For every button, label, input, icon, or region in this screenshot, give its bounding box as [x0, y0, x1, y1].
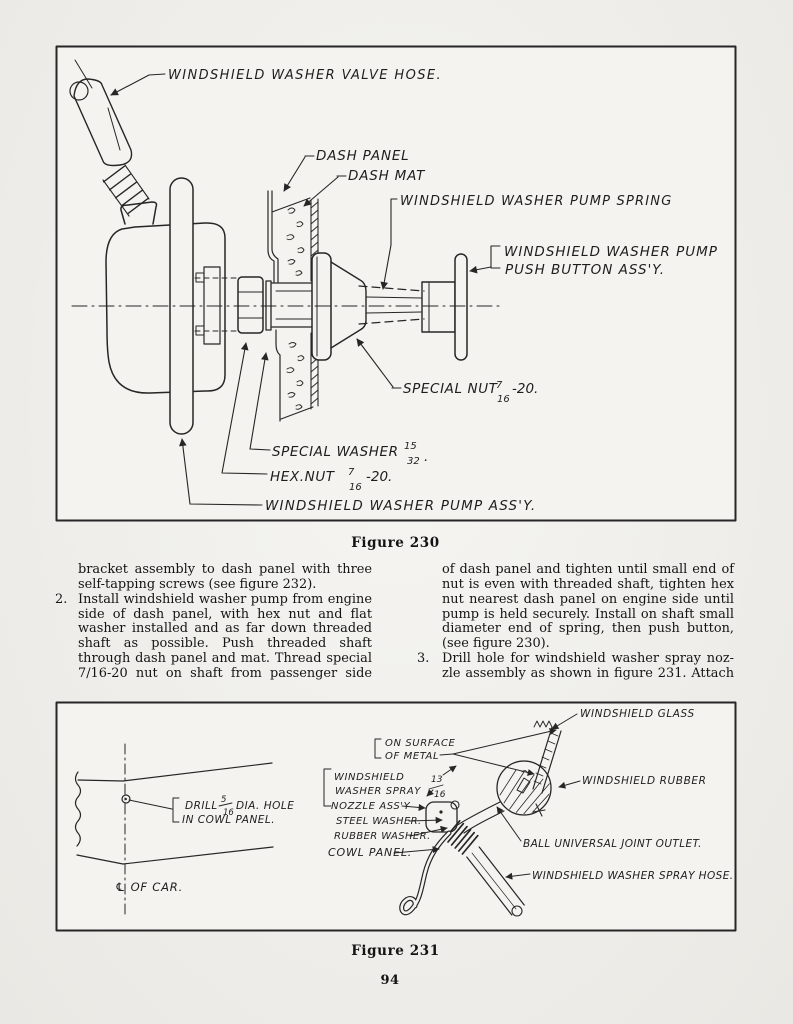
- instructions-right-column: of dash panel and tighten until small en…: [417, 562, 734, 682]
- label-windshield-rubber: WINDSHIELD RUBBER: [582, 775, 707, 787]
- body-line: side of dash panel, with hex nut and fla…: [78, 606, 372, 622]
- body-line: self-tapping screws (see figure 232).: [78, 576, 317, 592]
- svg-text:-20.: -20.: [366, 469, 392, 485]
- label-ball-joint: BALL UNIVERSAL JOINT OUTLET.: [523, 838, 702, 850]
- svg-text:16: 16: [223, 808, 234, 818]
- label-hex-nut: HEX.NUT 7 16 -20.: [270, 467, 392, 493]
- body-line: through dash panel and mat. Thread speci…: [78, 651, 372, 667]
- svg-text:.: .: [424, 449, 428, 465]
- label-push-button-line1: WINDSHIELD WASHER PUMP: [504, 244, 718, 260]
- body-line: bracket assembly to dash panel with thre…: [78, 562, 372, 577]
- figure-231-frame: [55, 701, 737, 932]
- label-on-surface-line1: ON SURFACE: [385, 738, 456, 749]
- page-number: 94: [380, 973, 400, 988]
- label-steel-washer: STEEL WASHER.: [336, 816, 422, 827]
- windshield-rubber-grommet: [496, 760, 552, 817]
- svg-text:16: 16: [349, 482, 362, 493]
- threaded-shaft: [271, 282, 314, 328]
- label-nozzle-line2: WASHER SPRAY: [335, 786, 421, 797]
- label-centerline-of-car: ℄ OF CAR.: [115, 880, 183, 894]
- body-line: 7/16-20 nut on shaft from passenger side: [78, 665, 372, 681]
- label-cowl-panel: COWL PANEL.: [328, 846, 412, 859]
- cowl-panel-sketch: [74, 743, 274, 919]
- ball-universal-joint: [450, 800, 460, 810]
- svg-text:32: 32: [407, 456, 420, 467]
- svg-text:IN COWL PANEL.: IN COWL PANEL.: [182, 814, 275, 826]
- svg-text:13: 13: [431, 775, 443, 785]
- washer-valve-hose: [69, 59, 150, 217]
- drill-hole: [121, 794, 131, 804]
- svg-text:DIA. HOLE: DIA. HOLE: [236, 800, 294, 812]
- figure-231-leaders: [323, 713, 581, 880]
- label-dash-panel: DASH PANEL: [316, 148, 410, 164]
- body-line: (see figure 230).: [442, 636, 550, 652]
- dimension-13-16: [426, 765, 457, 797]
- svg-text:5: 5: [221, 795, 226, 805]
- drill-fraction-bar: [218, 802, 233, 807]
- label-pump-assy: WINDSHIELD WASHER PUMP ASS'Y.: [265, 498, 536, 514]
- svg-text:7: 7: [496, 380, 503, 391]
- label-special-washer: SPECIAL WASHER 15 32 .: [272, 441, 428, 467]
- dash-panel-sheet: [267, 190, 281, 422]
- body-line: 3.Drill hole for windshield washer spray…: [417, 651, 734, 667]
- label-pump-spring: WINDSHIELD WASHER PUMP SPRING: [400, 194, 673, 209]
- label-valve-hose: WINDSHIELD WASHER VALVE HOSE.: [168, 68, 442, 83]
- svg-text:7: 7: [348, 467, 355, 478]
- figure-230-drawing: WINDSHIELD WASHER VALVE HOSE. DASH PANEL…: [55, 45, 737, 522]
- label-drill-hole: DRILL 5 16 DIA. HOLE IN COWL PANEL.: [182, 795, 294, 826]
- push-button-assembly: [421, 253, 468, 361]
- special-nut-cone: [330, 261, 367, 349]
- hose-nipple-tube: [466, 846, 525, 916]
- instructions-left-column: bracket assembly to dash panel with thre…: [55, 562, 372, 682]
- label-dimension: 13 16: [431, 775, 446, 800]
- hex-nut: [237, 276, 264, 334]
- figure-230-leaders: [110, 73, 501, 506]
- body-line: shaft as possible. Push threaded shaft: [78, 636, 372, 652]
- label-dash-mat: DASH MAT: [348, 168, 426, 184]
- label-windshield-glass: WINDSHIELD GLASS: [580, 708, 695, 720]
- washer-spray-hose: [399, 830, 452, 916]
- label-push-button-line2: PUSH BUTTON ASS'Y.: [505, 262, 665, 278]
- label-on-surface-line2: OF METAL: [385, 751, 439, 762]
- label-rubber-washer: RUBBER WASHER.: [334, 831, 431, 842]
- washer-pump-body: [105, 201, 226, 394]
- figure-231-drawing: DRILL 5 16 DIA. HOLE IN COWL PANEL. ℄ OF…: [55, 701, 737, 932]
- body-line: pump is held securely. Install on shaft …: [442, 606, 734, 622]
- svg-text:-20.: -20.: [512, 381, 538, 397]
- svg-text:DRILL: DRILL: [185, 800, 218, 812]
- nozzle-threads: [443, 819, 479, 855]
- label-nozzle-line3: NOZZLE ASS'Y: [331, 801, 411, 812]
- pump-spring: [358, 285, 425, 325]
- body-line: diameter end of spring, then push button…: [442, 621, 734, 637]
- svg-text:16: 16: [434, 790, 446, 800]
- body-line: zle assembly as shown in figure 231. Att…: [442, 665, 734, 681]
- svg-text:16: 16: [497, 394, 510, 405]
- label-spray-hose: WINDSHIELD WASHER SPRAY HOSE.: [532, 870, 733, 882]
- label-special-nut: SPECIAL NUT 7 16 -20.: [403, 380, 538, 405]
- figure-231-caption: Figure 231: [351, 943, 440, 959]
- svg-text:15: 15: [404, 441, 417, 452]
- body-line: nut nearest dash panel on engine side un…: [442, 591, 734, 607]
- svg-text:SPECIAL NUT: SPECIAL NUT: [403, 381, 499, 397]
- svg-text:HEX.NUT: HEX.NUT: [270, 469, 336, 485]
- dash-panel-hatch-strip: [310, 198, 319, 410]
- body-line: 2.Install windshield washer pump from en…: [55, 591, 372, 607]
- body-line: nut is even with threaded shaft, tighten…: [442, 576, 734, 592]
- figure-230-caption: Figure 230: [351, 535, 440, 551]
- body-line: washer installed and as far down threade…: [78, 621, 372, 637]
- body-line: of dash panel and tighten until small en…: [442, 562, 734, 577]
- label-nozzle-line1: WINDSHIELD: [334, 772, 404, 783]
- svg-text:SPECIAL WASHER: SPECIAL WASHER: [272, 444, 399, 460]
